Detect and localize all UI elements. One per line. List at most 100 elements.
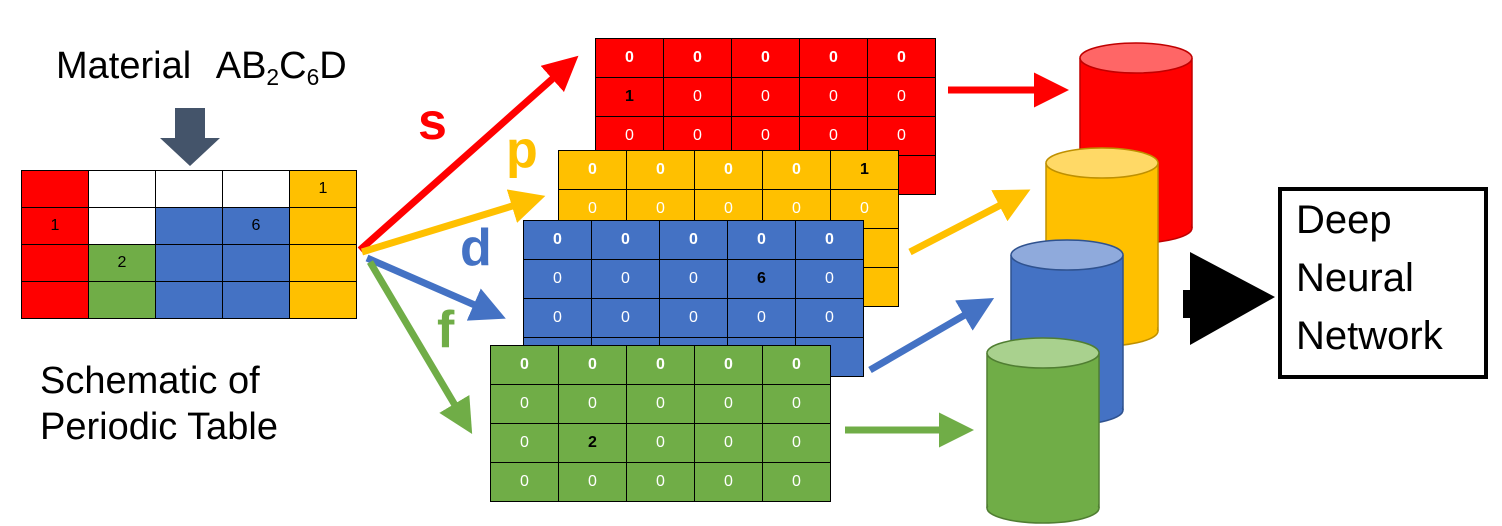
f-layer-cell: 0	[490, 384, 559, 424]
f-layer-cell: 0	[694, 423, 763, 463]
f-layer-cell: 0	[694, 384, 763, 424]
f-layer-cell: 0	[762, 345, 831, 385]
d-layer-cell: 0	[523, 259, 592, 299]
f-layer-cell: 0	[626, 462, 695, 502]
f-layer-cell: 0	[626, 345, 695, 385]
f-layer-cell: 0	[490, 345, 559, 385]
dnn-label-line: Neural	[1296, 256, 1414, 300]
s-layer-cell: 0	[595, 38, 664, 78]
d-layer-cell: 6	[727, 259, 796, 299]
d-orbital-label: d	[460, 219, 492, 277]
schematic-caption-line: Periodic Table	[40, 405, 279, 448]
s-layer-cell: 1	[595, 77, 664, 117]
periodic-table-cell	[222, 281, 290, 319]
material-label: Material AB2C6D	[56, 44, 347, 90]
p-to-cylinder-arrow	[908, 189, 1031, 256]
d-layer-cell: 0	[795, 298, 864, 338]
d-layer-cell: 0	[795, 259, 864, 299]
f-arrow	[366, 260, 473, 435]
f-cylinder	[986, 337, 1100, 524]
periodic-table-cell: 2	[88, 244, 156, 282]
periodic-table-row	[21, 281, 357, 319]
periodic-table-cell	[155, 170, 223, 208]
periodic-table-cell: 1	[289, 170, 357, 208]
periodic-table-cell: 1	[21, 207, 89, 245]
s-layer-cell: 0	[731, 116, 800, 156]
d-layer-cell: 0	[523, 220, 592, 260]
periodic-table-row: 2	[21, 244, 357, 282]
s-layer-cell: 0	[731, 77, 800, 117]
f-layer-cell: 0	[762, 423, 831, 463]
d-layer-cell: 0	[523, 298, 592, 338]
d-layer-cell: 0	[591, 298, 660, 338]
periodic-table-cell	[21, 170, 89, 208]
f-layer-cell: 0	[762, 462, 831, 502]
d-layer-cell: 0	[727, 298, 796, 338]
material-prefix: Material	[56, 45, 192, 87]
s-layer-cell: 0	[867, 77, 936, 117]
schematic-caption-line: Schematic of	[40, 360, 260, 402]
periodic-table-cell	[289, 244, 357, 282]
dnn-label-line: Network	[1296, 314, 1443, 358]
periodic-table-cell	[88, 170, 156, 208]
d-to-cylinder-arrow	[868, 297, 995, 374]
s-layer-cell: 0	[663, 38, 732, 78]
d-layer-cell: 0	[659, 298, 728, 338]
p-layer-cell: 0	[694, 150, 763, 190]
periodic-table-cell	[155, 207, 223, 245]
s-layer-cell: 0	[799, 77, 868, 117]
periodic-table-cell	[155, 281, 223, 319]
periodic-table-cell	[88, 207, 156, 245]
d-layer-cell: 0	[795, 220, 864, 260]
s-layer-cell: 0	[799, 116, 868, 156]
formula-subscript: 6	[306, 63, 320, 90]
periodic-table-cell	[222, 244, 290, 282]
to-network-arrow-icon	[1183, 252, 1275, 345]
s-layer-cell: 0	[663, 77, 732, 117]
p-orbital-label: p	[506, 121, 538, 179]
f-layer-cell: 0	[694, 462, 763, 502]
s-layer-cell: 0	[867, 38, 936, 78]
f-layer-cell: 0	[626, 423, 695, 463]
periodic-table-row: 1	[21, 170, 357, 208]
f-layer-cell: 2	[558, 423, 627, 463]
f-layer-cell: 0	[694, 345, 763, 385]
d-layer-cell: 0	[659, 220, 728, 260]
p-layer-cell: 0	[626, 150, 695, 190]
formula-part: C	[279, 45, 307, 87]
periodic-table-cell	[21, 281, 89, 319]
d-arrow	[365, 254, 506, 321]
p-layer-cell: 1	[830, 150, 899, 190]
periodic-table-cell	[289, 281, 357, 319]
s-orbital-label: s	[418, 93, 447, 151]
f-layer-cell: 0	[626, 384, 695, 424]
formula-part: AB	[215, 45, 267, 87]
periodic-table-cell: 6	[222, 207, 290, 245]
deep-neural-network-box: Deep Neural Network	[1278, 187, 1488, 379]
formula-subscript: 2	[266, 63, 280, 90]
schematic-caption: Schematic of Periodic Table	[40, 359, 278, 450]
periodic-table-cell	[222, 170, 290, 208]
f-layer-cell: 0	[558, 462, 627, 502]
dnn-label-line: Deep	[1296, 198, 1392, 242]
d-layer-cell: 0	[591, 259, 660, 299]
f-layer-cell: 0	[490, 423, 559, 463]
s-layer-cell: 0	[799, 38, 868, 78]
periodic-table-cell	[21, 244, 89, 282]
f-layer-cell: 0	[558, 345, 627, 385]
down-arrow-icon	[160, 108, 220, 166]
f-layer-cell: 0	[762, 384, 831, 424]
